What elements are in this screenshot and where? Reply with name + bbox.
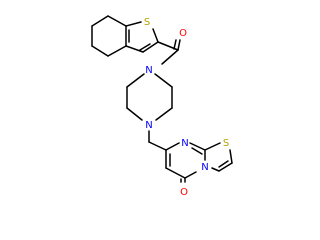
bond	[173, 39, 177, 50]
bond	[152, 28, 159, 43]
atom-n1: N	[145, 65, 152, 76]
atom-s2: S	[223, 138, 229, 149]
bond	[165, 142, 180, 151]
atom-o1: O	[179, 28, 187, 39]
bond	[125, 21, 142, 27]
bond	[107, 15, 127, 27]
background	[0, 0, 300, 200]
atom-n3: N	[181, 138, 188, 149]
molecule-diagram: S O N N N N S O	[0, 0, 300, 200]
bond	[91, 15, 109, 27]
bond	[191, 147, 203, 155]
bond	[184, 171, 197, 179]
atom-n2: N	[145, 120, 152, 131]
bond	[229, 149, 233, 164]
bond	[165, 167, 186, 179]
bond-layer	[91, 15, 233, 183]
bond	[142, 41, 159, 53]
bond	[107, 45, 127, 57]
atom-s1: S	[144, 17, 150, 28]
bond	[189, 142, 206, 151]
bond	[155, 107, 173, 121]
atom-o2: O	[180, 187, 188, 198]
atom-label-layer: S O N N N N S O	[144, 17, 229, 198]
bond	[154, 73, 173, 88]
atom-n4: N	[201, 162, 208, 173]
bond	[204, 142, 221, 151]
bond	[148, 141, 167, 151]
bond	[125, 45, 144, 53]
bond	[218, 162, 233, 172]
bond	[91, 45, 109, 57]
bond	[139, 43, 151, 51]
bond	[177, 39, 181, 51]
bond	[218, 160, 229, 168]
bond	[126, 107, 143, 121]
bond	[211, 167, 220, 172]
bond	[126, 73, 145, 88]
bond	[161, 49, 179, 65]
